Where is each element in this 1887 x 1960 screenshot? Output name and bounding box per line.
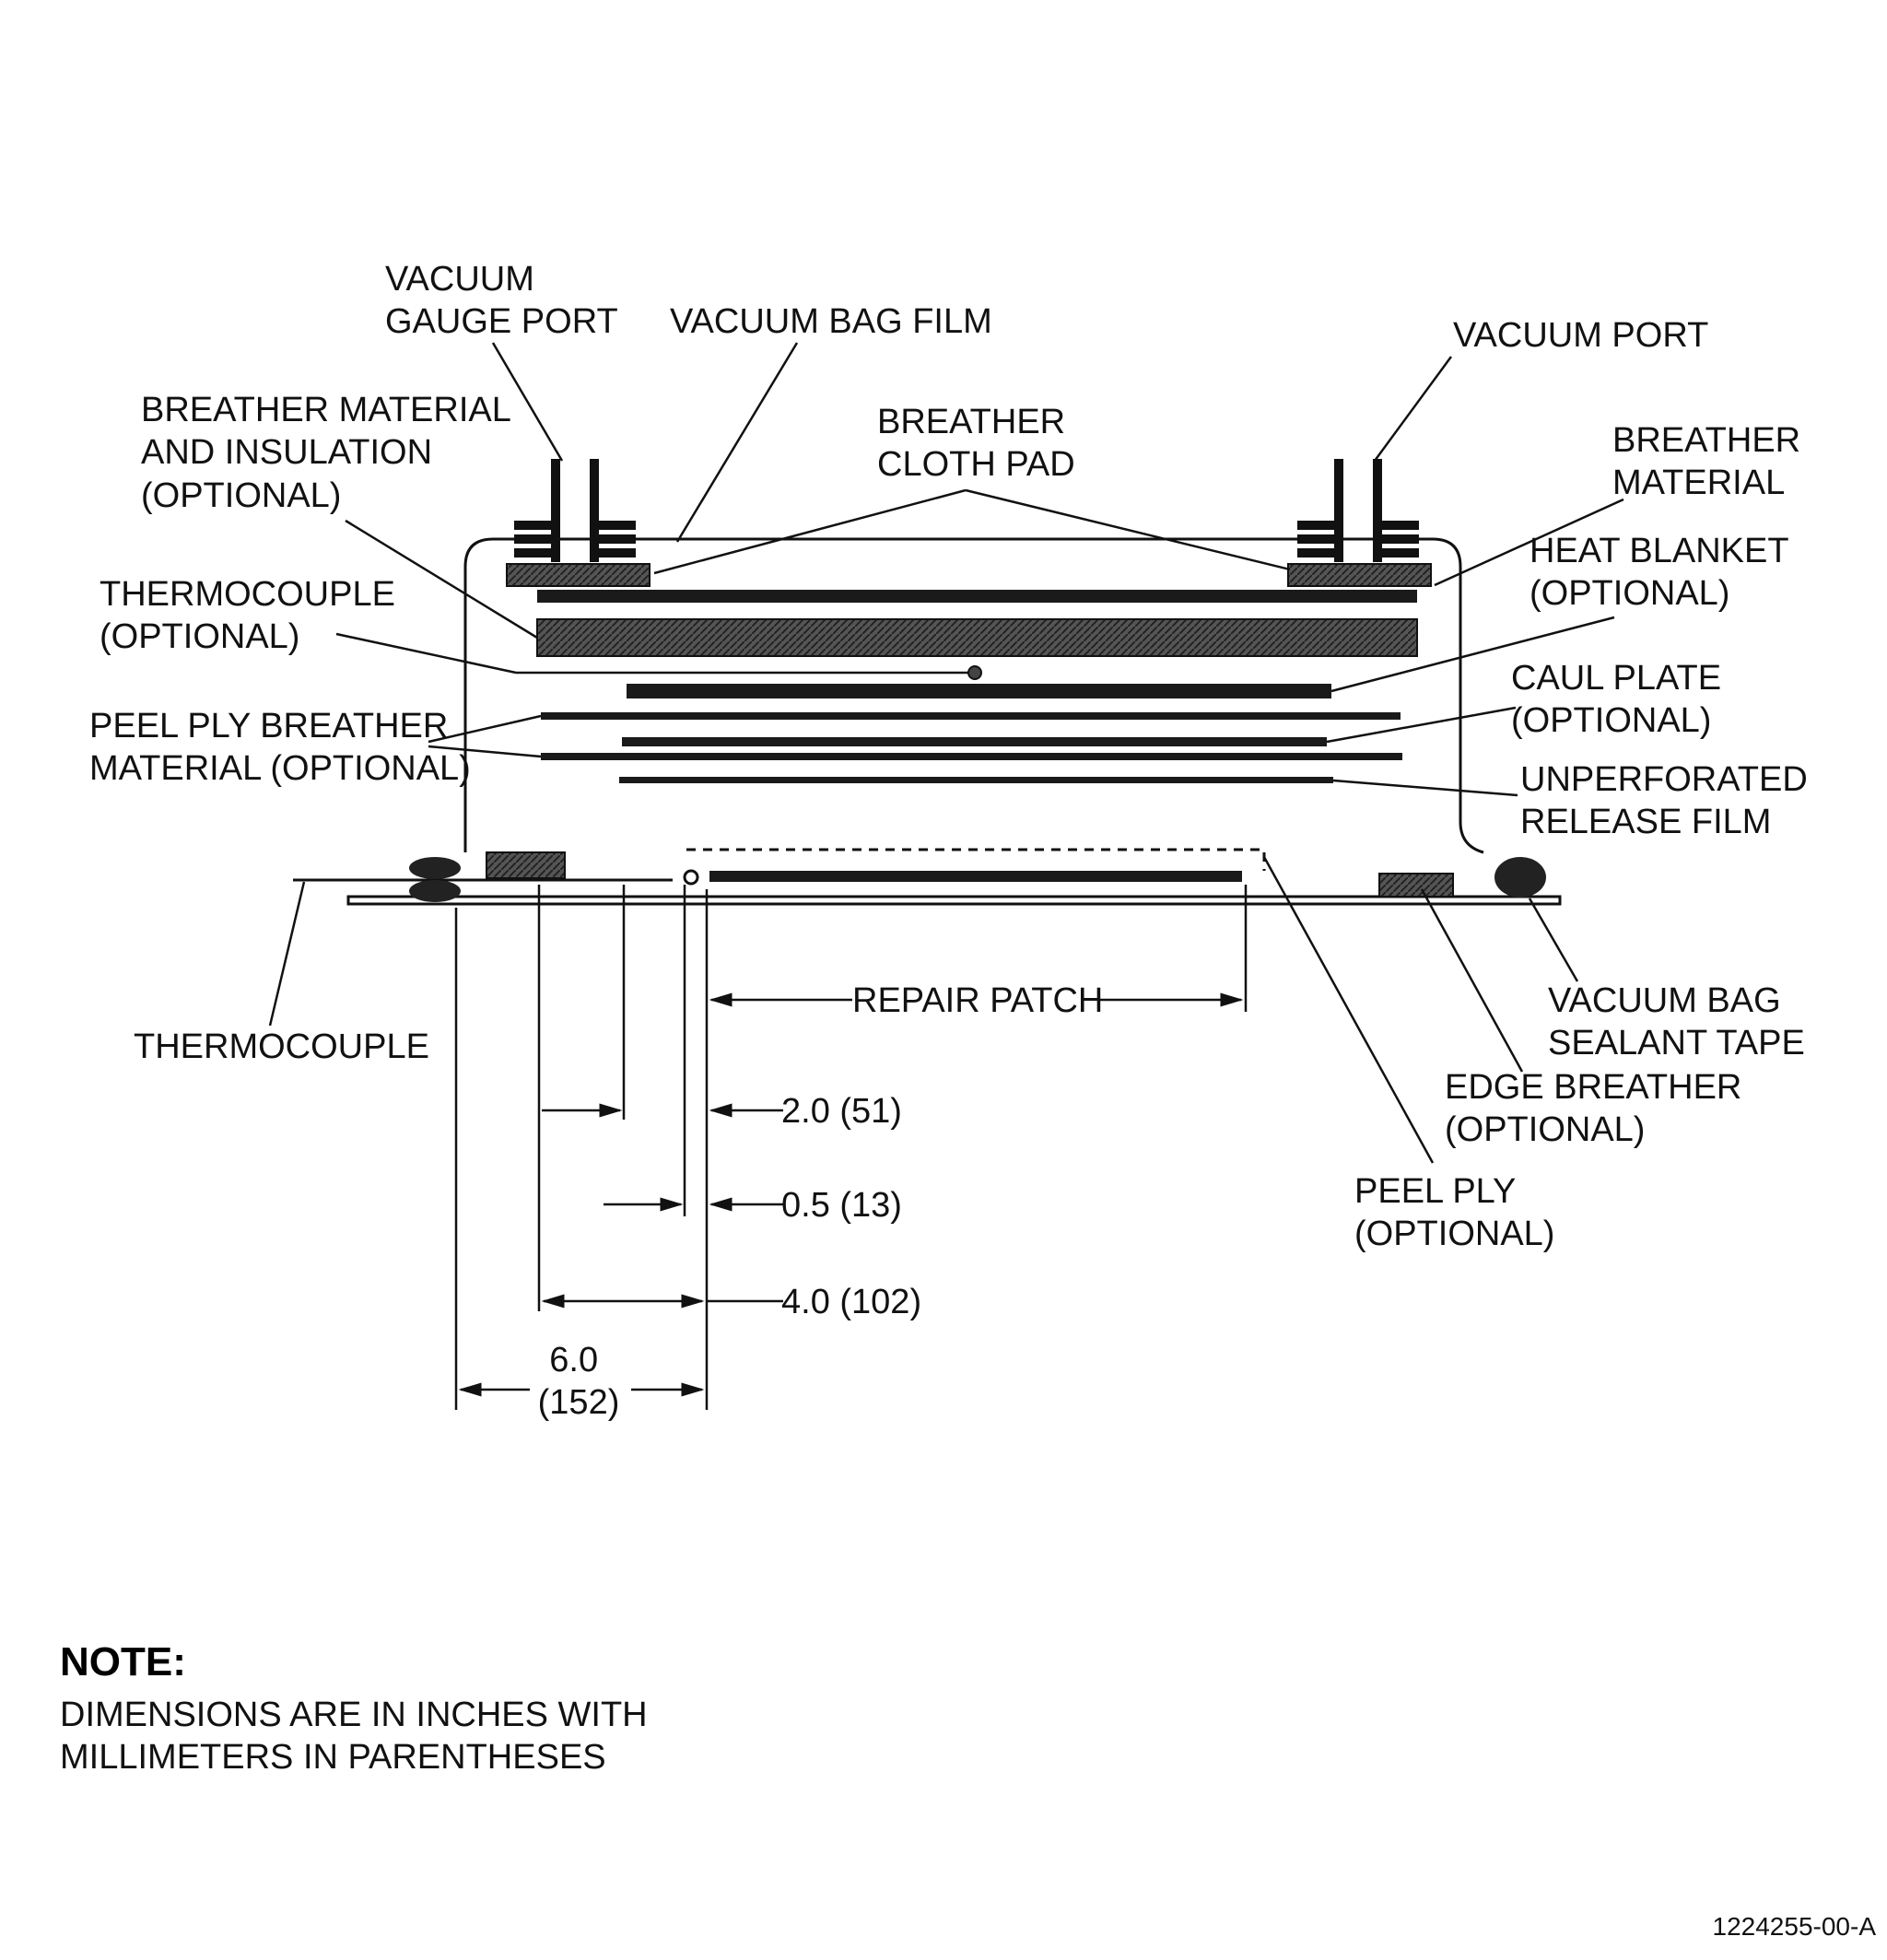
label-breather-material: BREATHER MATERIAL bbox=[1612, 421, 1811, 502]
dim-label-05in: 0.5 (13) bbox=[781, 1186, 902, 1225]
thermocouple-bead-top bbox=[967, 665, 982, 680]
leader-thermocouple bbox=[268, 881, 306, 1027]
release-film-layer bbox=[619, 777, 1333, 783]
leader-breather-cloth-pad-left bbox=[653, 488, 967, 575]
breather-cloth-pad-left bbox=[506, 563, 650, 587]
vacuum-bag-film bbox=[463, 537, 1484, 854]
label-vacuum-port: VACUUM PORT bbox=[1453, 316, 1708, 355]
leader-caul-plate bbox=[1326, 706, 1517, 744]
label-vacuum-gauge-port: VACUUM GAUGE PORT bbox=[385, 260, 618, 341]
dim-label-6in: 6.0 (152) bbox=[538, 1341, 620, 1422]
leader-vacuum-gauge-port bbox=[491, 342, 564, 462]
leader-peel-ply-breather-2 bbox=[428, 745, 542, 758]
thermocouple-bead-bottom bbox=[683, 869, 699, 886]
vacuum-port bbox=[1297, 459, 1419, 562]
label-heat-blanket: HEAT BLANKET (OPTIONAL) bbox=[1530, 532, 1798, 613]
label-repair-patch: REPAIR PATCH bbox=[852, 981, 1103, 1020]
vacuum-gauge-port bbox=[514, 459, 636, 562]
label-peel-ply: PEEL PLY (OPTIONAL) bbox=[1354, 1172, 1554, 1253]
leader-peel-ply-breather-1 bbox=[428, 714, 542, 744]
dim-label-2in: 2.0 (51) bbox=[781, 1092, 902, 1131]
leader-vacuum-bag-film bbox=[675, 342, 799, 543]
edge-breather-right bbox=[1378, 873, 1454, 898]
leader-vacuum-port bbox=[1373, 356, 1453, 462]
note-body: DIMENSIONS ARE IN INCHES WITH MILLIMETER… bbox=[60, 1696, 657, 1777]
dim-label-4in: 4.0 (102) bbox=[781, 1283, 921, 1321]
peel-ply-breather-layer-2 bbox=[541, 753, 1402, 760]
base-structure bbox=[346, 895, 1562, 906]
leader-sealant-tape bbox=[1528, 898, 1579, 982]
sealant-tape-left-top bbox=[409, 857, 461, 879]
heat-blanket-layer bbox=[627, 684, 1331, 698]
leader-breather-material bbox=[1434, 498, 1624, 587]
note-title: NOTE: bbox=[60, 1639, 186, 1684]
breather-insulation-layer bbox=[536, 618, 1418, 657]
leader-breather-insulation bbox=[345, 519, 538, 640]
edge-breather-left bbox=[486, 851, 566, 879]
label-thermocouple-optional: THERMOCOUPLE (OPTIONAL) bbox=[100, 575, 404, 656]
peel-ply-breather-layer-1 bbox=[541, 712, 1401, 720]
label-breather-cloth-pad: BREATHER CLOTH PAD bbox=[877, 403, 1075, 484]
leader-edge-breather bbox=[1420, 888, 1524, 1073]
leader-heat-blanket bbox=[1330, 616, 1615, 693]
label-peel-ply-breather: PEEL PLY BREATHER MATERIAL (OPTIONAL) bbox=[89, 707, 471, 788]
label-thermocouple: THERMOCOUPLE bbox=[134, 1027, 429, 1066]
figure-id: 1224255-00-A bbox=[1713, 1912, 1877, 1941]
label-sealant-tape: VACUUM BAG SEALANT TAPE bbox=[1548, 981, 1805, 1062]
repair-patch-layer bbox=[709, 871, 1242, 882]
label-vacuum-bag-film: VACUUM BAG FILM bbox=[670, 302, 992, 341]
breather-cloth-pad-right bbox=[1287, 563, 1432, 587]
label-release-film: UNPERFORATED RELEASE FILM bbox=[1520, 760, 1817, 841]
leader-thermocouple-optional bbox=[335, 632, 517, 675]
label-caul-plate: CAUL PLATE (OPTIONAL) bbox=[1511, 659, 1731, 740]
leader-release-film bbox=[1332, 779, 1518, 797]
leader-breather-cloth-pad-right bbox=[965, 488, 1291, 571]
sealant-tape-left-bottom bbox=[409, 880, 461, 902]
breather-material-layer bbox=[537, 590, 1417, 603]
caul-plate-layer bbox=[622, 737, 1327, 746]
sealant-tape-right bbox=[1494, 857, 1546, 898]
leader-peel-ply bbox=[1262, 856, 1435, 1164]
peel-ply-dashed bbox=[686, 848, 1266, 871]
label-edge-breather: EDGE BREATHER (OPTIONAL) bbox=[1445, 1068, 1752, 1149]
label-breather-material-insulation: BREATHER MATERIAL AND INSULATION (OPTION… bbox=[141, 391, 520, 515]
